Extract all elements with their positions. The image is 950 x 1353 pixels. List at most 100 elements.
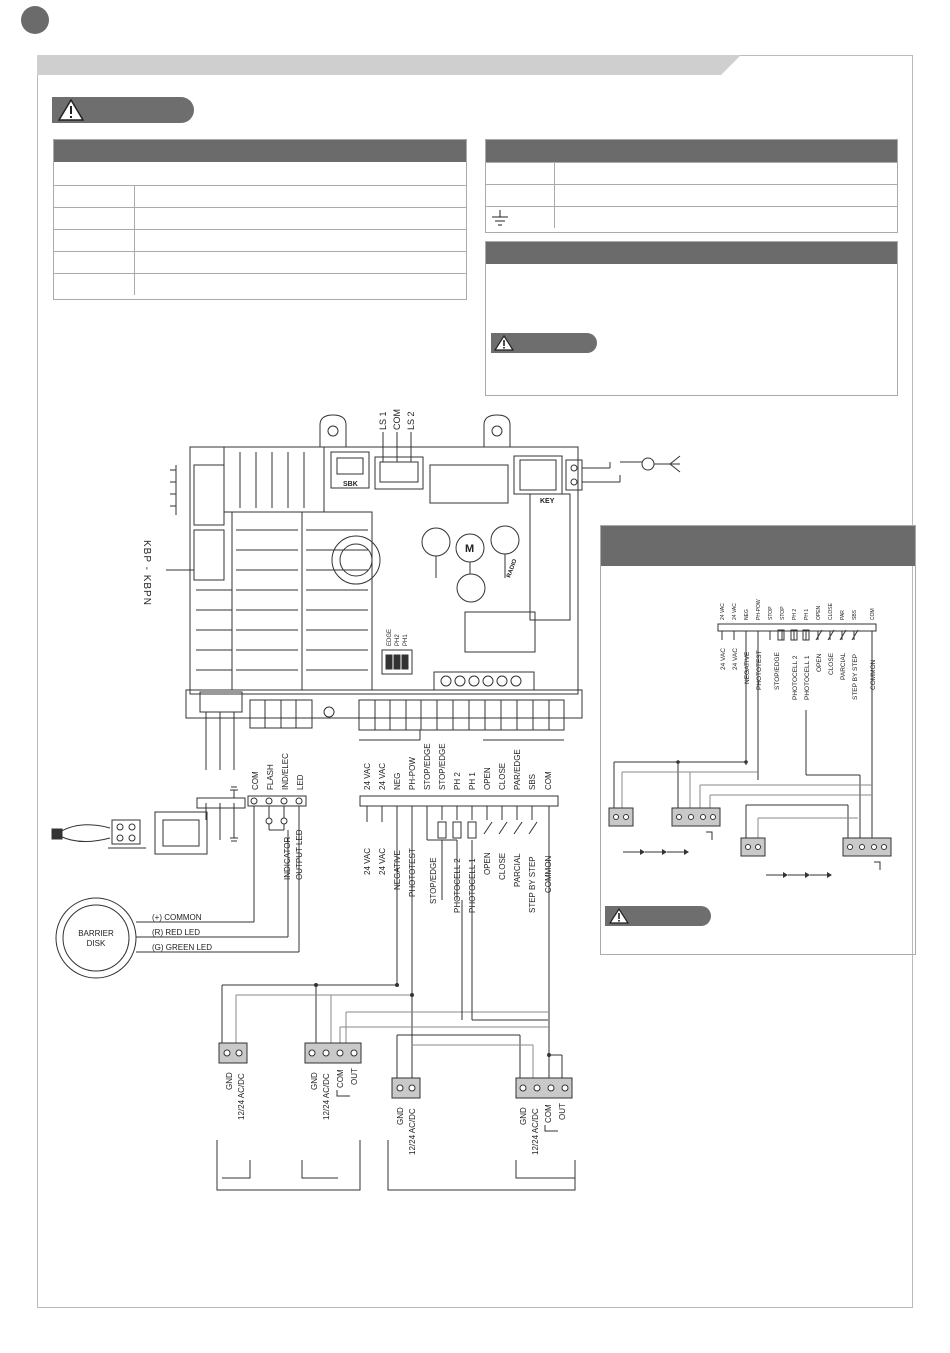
inset-term-3: NEG (744, 609, 750, 620)
sbk-label: SBK (343, 481, 358, 488)
inset-term-2: 24 VAC (732, 603, 738, 620)
com-label: COM (392, 409, 402, 430)
desc-phototest: PHOTOTEST (408, 848, 417, 897)
term-close: CLOSE (498, 763, 507, 790)
inset-term-7: PH 2 (792, 609, 798, 620)
desc-parcial: PARCIAL (513, 853, 522, 887)
term-24vac-1: 24 VAC (363, 763, 372, 790)
left-spec-table (53, 139, 467, 300)
control-board (185, 414, 583, 741)
out-label-2: OUT (350, 1068, 359, 1085)
terminal-led-label: LED (296, 774, 305, 790)
ground-icon (492, 210, 508, 226)
desc-stopedge: STOP/EDGE (429, 857, 438, 904)
table-row (54, 207, 466, 229)
inset-desc-6: PHOTOCELL 2 (792, 655, 799, 700)
gnd-label-1: GND (225, 1072, 234, 1090)
inset-term-1: 24 VAC (720, 603, 726, 620)
com-label-2: COM (336, 1069, 345, 1088)
inset-terminal-labels: 24 VAC 24 VAC NEG PH-POW STOP STOP PH 2 … (720, 599, 876, 620)
key-label: KEY (540, 498, 555, 505)
note-box-header (486, 242, 897, 264)
desc-open: OPEN (483, 852, 492, 875)
inset-desc-4: PHOTOTEST (756, 650, 763, 690)
desc-24vac-1: 24 VAC (363, 848, 372, 875)
wire-common-label: (+) COMMON (152, 913, 202, 922)
desc-common: COMMON (544, 855, 553, 893)
terminal-flash-label: FLASH (266, 764, 275, 790)
inset-desc-11: STEP BY STEP (852, 654, 859, 700)
table-row (486, 206, 897, 228)
inset-term-8: PH 1 (804, 609, 810, 620)
left-terminal-labels: COM FLASH IND/ELEC LED INDICATOR OUTPUT … (251, 753, 305, 880)
gnd-label-2: GND (310, 1072, 319, 1090)
desc-24vac-2: 24 VAC (378, 848, 387, 875)
term-phpow: PH-POW (408, 757, 417, 790)
term-24vac-2: 24 VAC (378, 763, 387, 790)
inset-term-10: CLOSE (828, 602, 834, 620)
inset-desc-8: OPEN (816, 653, 823, 672)
term-paredge: PAR/EDGE (513, 749, 522, 790)
side-label: KBP - KBPN (141, 540, 152, 606)
section-header-bar (37, 55, 741, 75)
main-terminal-labels: 24 VAC 24 VAC NEG PH-POW STOP/EDGE STOP/… (363, 743, 553, 913)
antenna-symbol (582, 455, 681, 483)
desc-photocell2: PHOTOCELL 2 (453, 858, 462, 913)
barrier-disk-label-1: BARRIER (78, 929, 114, 938)
inset-warning-tab (605, 906, 711, 926)
ls2-label: LS 2 (406, 411, 416, 430)
wire-red-label: (R) RED LED (152, 928, 200, 937)
inset-term-4: PH-POW (756, 599, 762, 620)
left-table-header (54, 140, 466, 162)
warning-icon (58, 99, 84, 121)
right-table-header (486, 140, 897, 162)
barrier-disk-label-2: DISK (87, 939, 106, 948)
table-row (54, 185, 466, 207)
ls1-label: LS 1 (378, 411, 388, 430)
gnd-label-3: GND (396, 1107, 405, 1125)
inset-desc-2: 24 VAC (732, 648, 739, 670)
inset-desc-3: NEGATIVE (744, 651, 751, 684)
inset-desc-1: 24 VAC (720, 648, 727, 670)
wire-green-label: (G) GREEN LED (152, 943, 212, 952)
terminal-com-label: COM (251, 771, 260, 790)
supply-label-3: 12/24 AC/DC (408, 1108, 417, 1155)
table-row (54, 251, 466, 273)
desc-stepbystep: STEP BY STEP (528, 856, 537, 913)
term-sbs: SBS (528, 774, 537, 790)
desc-close: CLOSE (498, 853, 507, 880)
supply-label-4: 12/24 AC/DC (531, 1108, 540, 1155)
term-open: OPEN (483, 767, 492, 790)
dip-ph1-label: PH1 (403, 634, 409, 646)
inset-desc-9: CLOSE (828, 652, 835, 675)
warning-icon (609, 908, 629, 924)
supply-label-2: 12/24 AC/DC (322, 1073, 331, 1120)
supply-label-1: 12/24 AC/DC (237, 1073, 246, 1120)
inset-term-11: PAR (840, 610, 846, 620)
inset-desc-7: PHOTOCELL 1 (804, 655, 811, 700)
note-warning-tab (491, 333, 597, 353)
com-label-4: COM (544, 1104, 553, 1123)
table-row (486, 184, 897, 206)
note-box (485, 241, 898, 396)
term-neg: NEG (393, 773, 402, 790)
term-ph2: PH 2 (453, 772, 462, 790)
term-ph1: PH 1 (468, 772, 477, 790)
table-row (54, 229, 466, 251)
output-led-label: OUTPUT LED (295, 829, 304, 880)
warning-icon (494, 335, 514, 351)
desc-photocell1: PHOTOCELL 1 (468, 858, 477, 913)
table-row (54, 273, 466, 295)
term-com: COM (544, 771, 553, 790)
inset-header (601, 526, 915, 566)
inset-term-9: OPEN (816, 605, 822, 620)
inset-desc-12: COMMON (870, 659, 877, 690)
inset-description-labels: 24 VAC 24 VAC NEGATIVE PHOTOTEST STOP/ED… (720, 648, 877, 700)
term-stopedge-1: STOP/EDGE (423, 743, 432, 790)
barrier-disk (55, 897, 299, 979)
dip-edge-label: EDGE (387, 629, 393, 646)
radio-label: RADIO (506, 558, 518, 579)
inset-diagram (613, 623, 877, 838)
right-spec-table (485, 139, 898, 233)
